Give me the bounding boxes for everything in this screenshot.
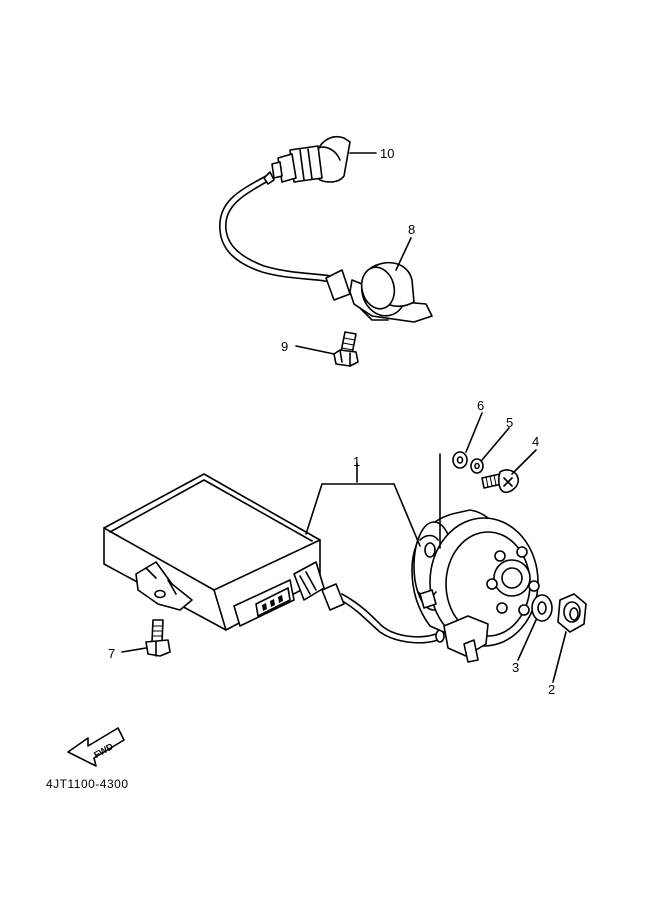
callout-5: 5 <box>506 415 513 430</box>
fwd-arrow-icon: FWD <box>67 727 125 767</box>
cdi-unit <box>103 473 325 631</box>
callout-2: 2 <box>548 682 555 697</box>
ignition-coil <box>325 261 433 323</box>
bolt-9 <box>333 331 359 367</box>
callout-1: 1 <box>353 454 360 469</box>
washer-6 <box>452 451 468 469</box>
leader-lines <box>121 152 567 683</box>
callout-9: 9 <box>281 339 288 354</box>
callout-4: 4 <box>532 434 539 449</box>
part-code: 4JT1100-4300 <box>46 777 129 791</box>
bolt-7 <box>145 619 171 657</box>
high-tension-cord <box>219 171 332 283</box>
callout-6: 6 <box>477 398 484 413</box>
washer-3 <box>531 594 553 622</box>
stator-rotor-assembly <box>411 509 540 663</box>
screw-4 <box>481 469 520 494</box>
callout-3: 3 <box>512 660 519 675</box>
stator-lead-wire <box>321 583 445 644</box>
callout-8: 8 <box>408 222 415 237</box>
callout-7: 7 <box>108 646 115 661</box>
spark-plug-cap <box>271 135 351 183</box>
nut-2 <box>557 593 587 633</box>
lock-washer-5 <box>470 458 484 474</box>
callout-10: 10 <box>380 146 394 161</box>
